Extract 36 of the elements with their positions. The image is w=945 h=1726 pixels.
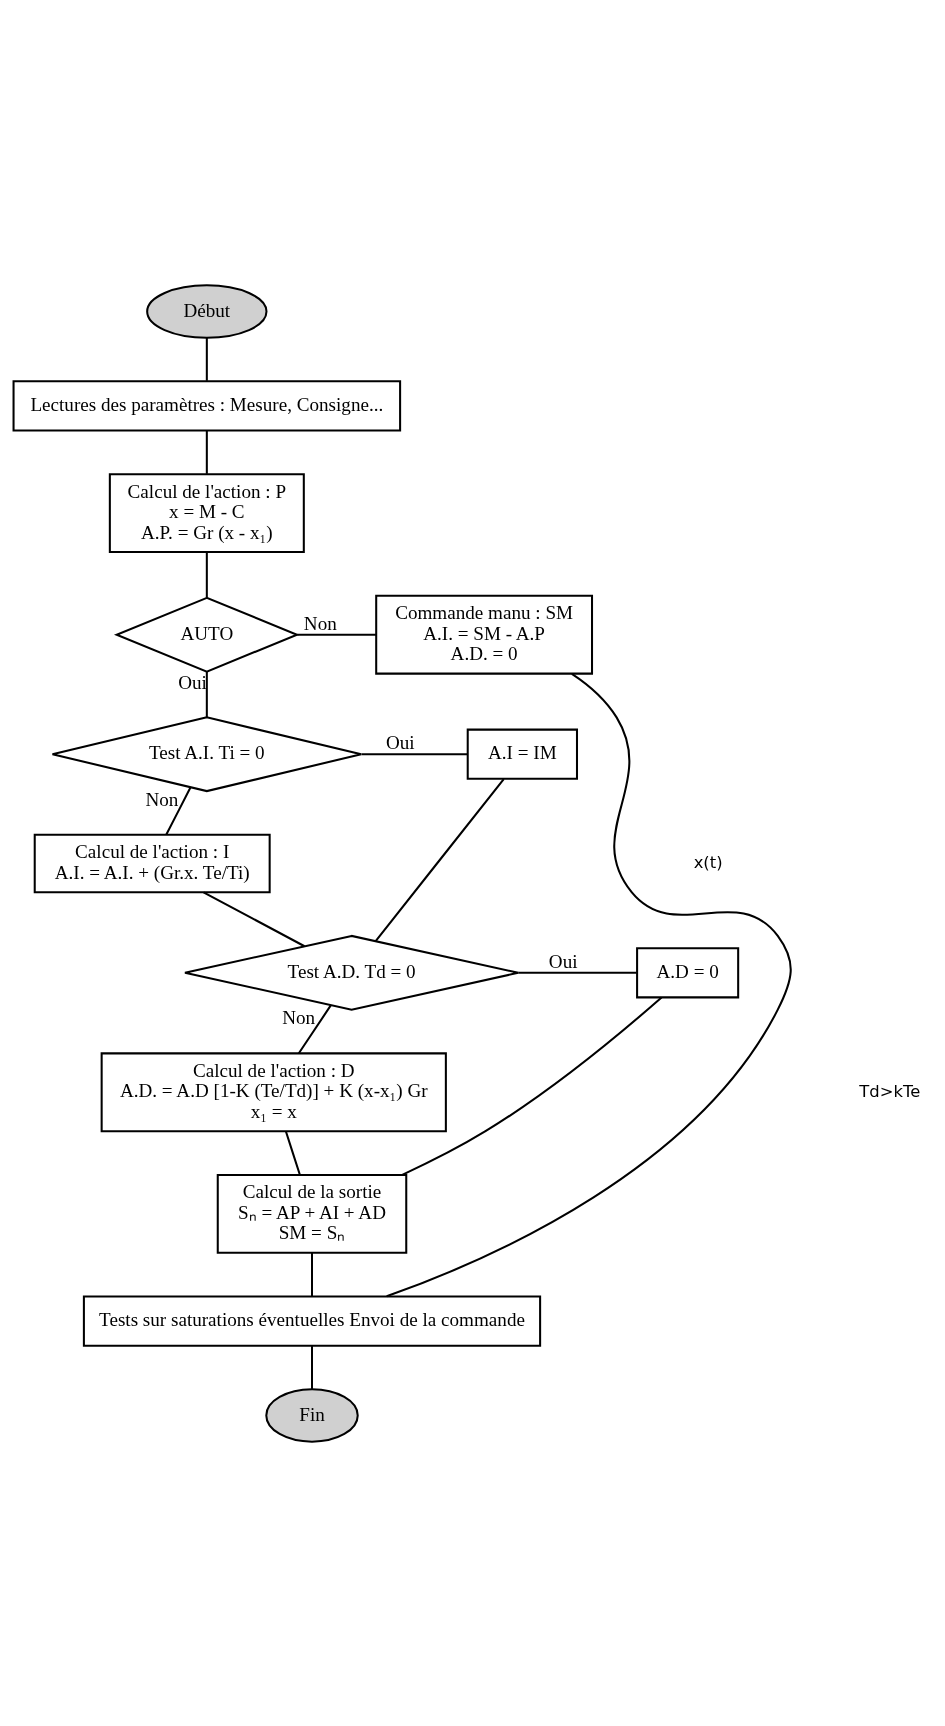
node-ellipse: Début (146, 283, 268, 339)
node-box: A.D = 0 (636, 946, 740, 998)
edge-label: Oui (385, 731, 415, 753)
connector (310, 1345, 314, 1389)
connector (284, 1130, 301, 1175)
connector (310, 1252, 314, 1296)
connector (165, 786, 192, 835)
edge-label: Oui (548, 950, 578, 972)
node-box: Calcul de la sortie Sₙ = AP + AI + AD SM = Sₙ (216, 1173, 408, 1254)
connector (401, 996, 663, 1176)
node-ellipse: Fin (265, 1387, 359, 1443)
node-box: Lectures des paramètres : Mesure, Consigne... (12, 379, 402, 432)
node-box: Calcul de l'action : P x = M - C A.P. = Gr (x - x₁) (108, 472, 305, 553)
connector (361, 752, 468, 755)
node-box: Commande manu : SM A.I. = SM - A.P A.D. = 0 (375, 594, 594, 675)
connector (297, 633, 377, 636)
label: Td>kTe (859, 1081, 921, 1101)
node-box: Calcul de l'action : I A.I. = A.I. + (Gr.x. Te/Ti) (33, 833, 271, 893)
node-diamond: Test A.D. Td = 0 (183, 934, 520, 1011)
label: x(t) (693, 852, 723, 872)
connector (374, 777, 505, 942)
connector (203, 890, 305, 947)
connector (205, 671, 208, 717)
connector (298, 1004, 332, 1054)
edge-label: Non (303, 612, 337, 634)
connector (518, 971, 637, 974)
connector (205, 551, 208, 598)
node-diamond: Test A.I. Ti = 0 (51, 715, 363, 792)
node-box: Tests sur saturations éventuelles Envoi de la commande (82, 1294, 542, 1347)
node-box: A.I = IM (466, 728, 578, 780)
connector (205, 430, 208, 474)
connector (386, 672, 792, 1297)
node-diamond: AUTO (113, 596, 300, 673)
node-box: Calcul de l'action : D A.D. = A.D [1-K (Te/Td)] + K (x-x₁) Gr x₁ = x (100, 1051, 447, 1132)
connector (205, 337, 208, 381)
edge-label: Oui (178, 671, 207, 693)
